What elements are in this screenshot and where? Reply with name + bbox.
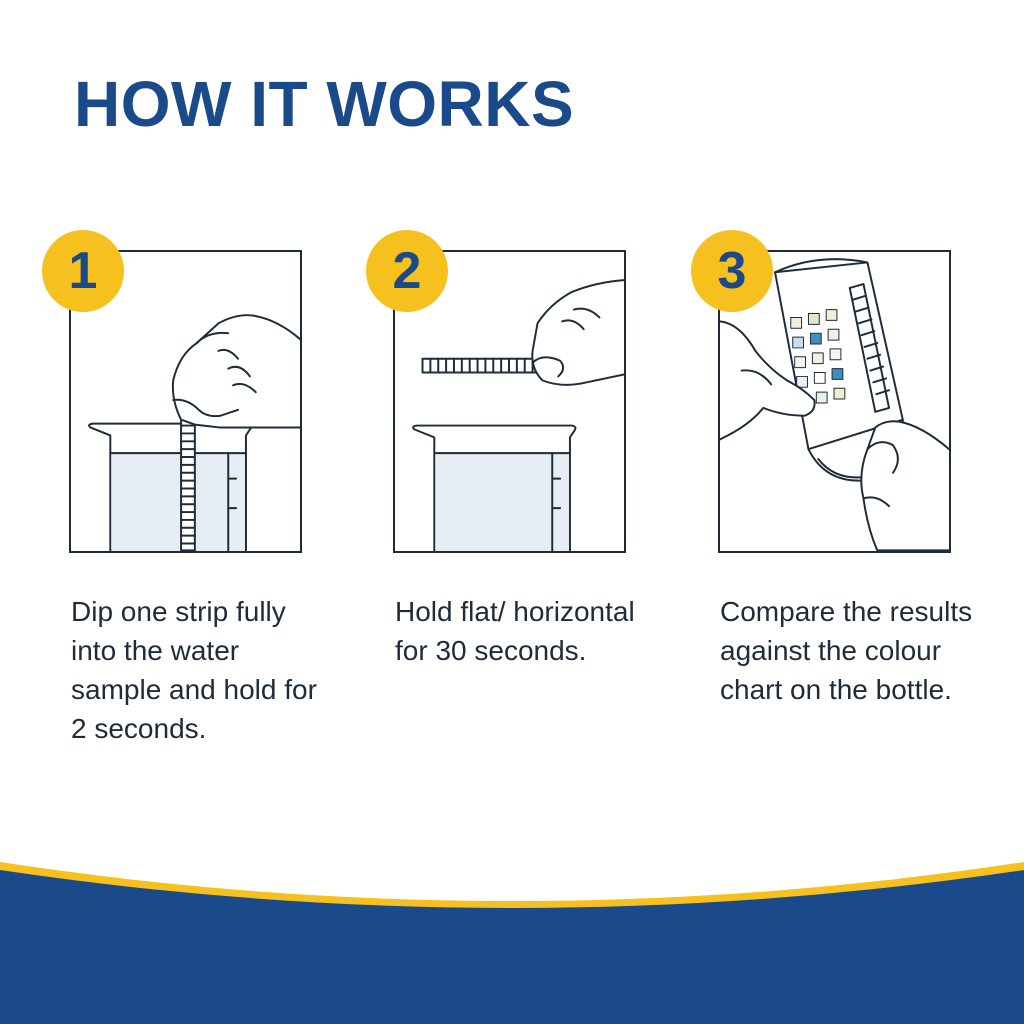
wave-blue-band: [0, 870, 1024, 1024]
step-1: 1 Dip one strip fully into the water sam…: [42, 230, 342, 790]
step-2-description: Hold flat/ horizontal for 30 seconds.: [395, 596, 635, 666]
step-1-illustration: [69, 250, 302, 553]
decorative-wave-footer: [0, 862, 1024, 1024]
hands-holding-bottle-with-colour-chart-icon: [720, 258, 949, 551]
page-title: HOW IT WORKS: [74, 68, 575, 140]
step-3-description: Compare the results against the colour c…: [720, 596, 973, 705]
step-number-badge: 3: [691, 230, 773, 312]
step-number-badge: 2: [366, 230, 448, 312]
step-1-description: Dip one strip fully into the water sampl…: [71, 596, 317, 744]
step-2-illustration: [393, 250, 626, 553]
hand-dipping-strip-into-beaker-icon: [88, 314, 300, 551]
step-3: 3: [691, 230, 991, 790]
step-number-badge: 1: [42, 230, 124, 312]
step-2: 2 Hold flat/ horizontal for 30 seconds.: [366, 230, 666, 790]
hand-holding-strip-horizontally-icon: [412, 279, 624, 551]
